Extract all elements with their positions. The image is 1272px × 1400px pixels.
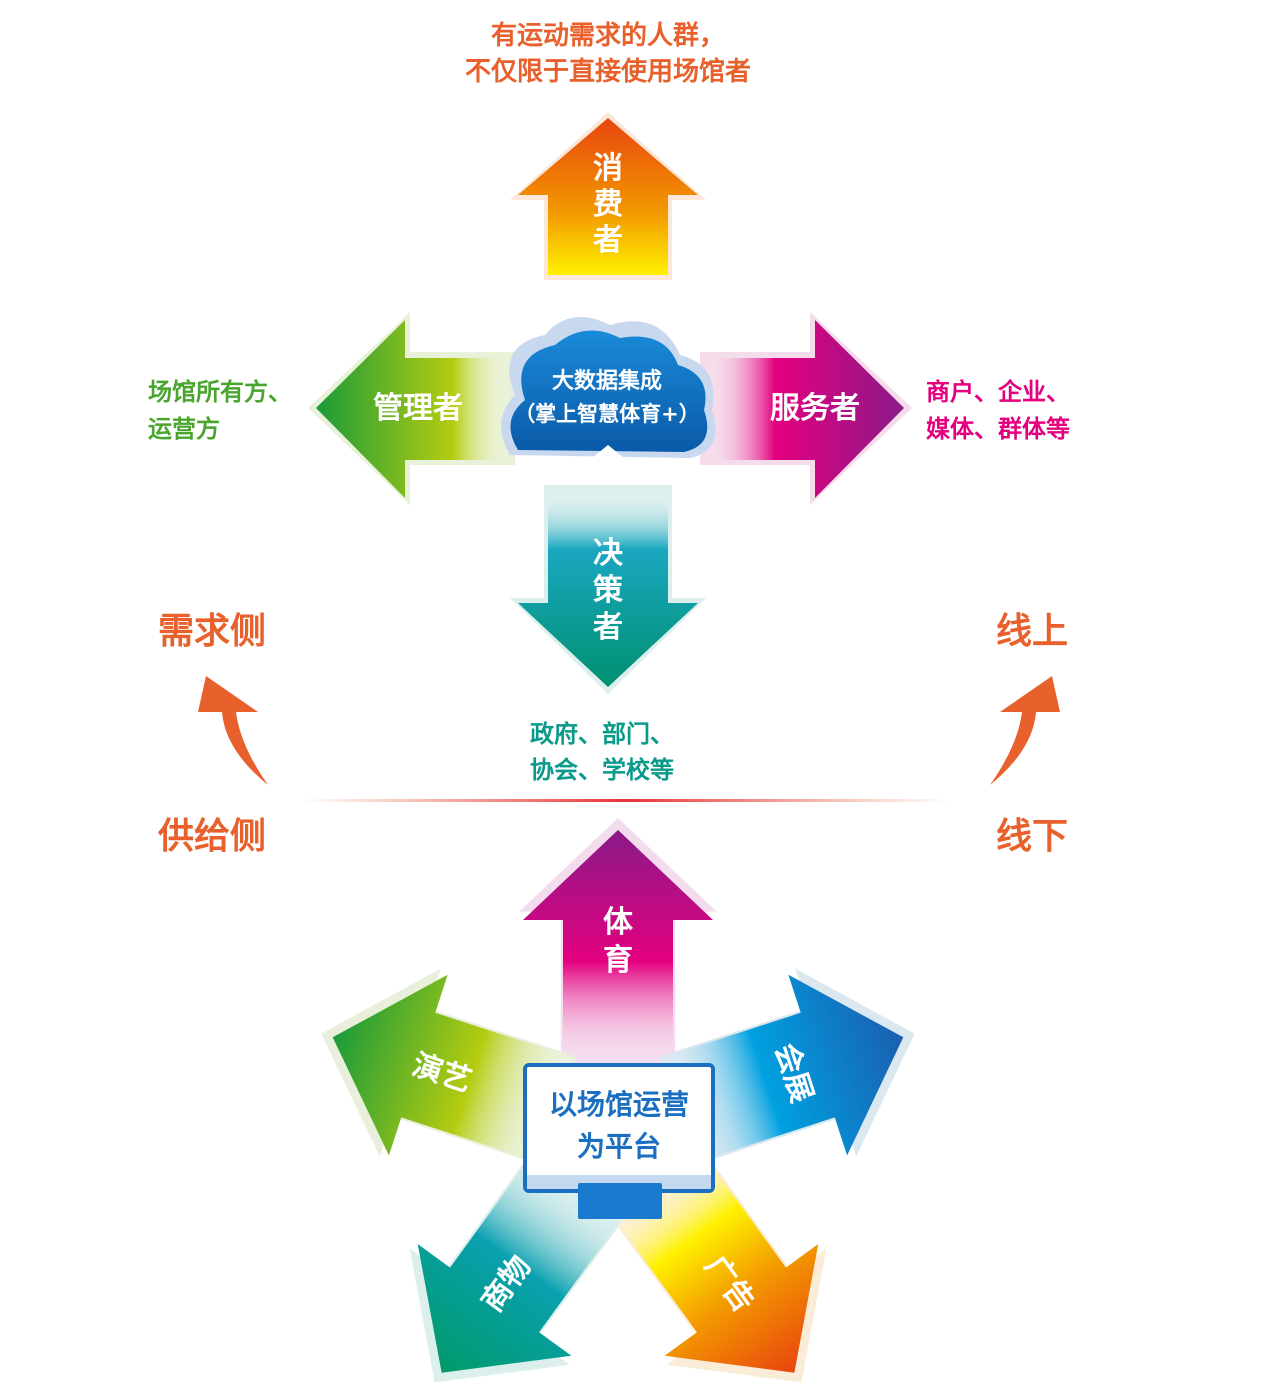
performance-arrow: 演艺 (290, 939, 591, 1205)
decision-arrow: 决 策 者 (510, 485, 706, 694)
sports-label-1: 体 (603, 905, 634, 940)
down-caption-line2: 协会、学校等 (530, 756, 674, 784)
online-label: 线上 (996, 611, 1068, 652)
cloud-line1: 大数据集成 (552, 368, 662, 394)
curved-arrow-left-icon (198, 676, 268, 785)
decision-label-1: 决 (593, 536, 623, 571)
down-caption-line1: 政府、部门、 (530, 720, 674, 748)
cloud-line2: （掌上智慧体育+） (514, 402, 700, 426)
divider-line (300, 799, 950, 802)
service-arrow: 服务者 (700, 312, 912, 505)
right-caption-line2: 媒体、群体等 (926, 415, 1070, 443)
consumer-label-3: 者 (593, 223, 623, 258)
advertising-arrow: 广告 (574, 1122, 882, 1400)
platform-monitor-icon: 以场馆运营 为平台 (523, 1063, 715, 1219)
top-caption-line1: 有运动需求的人群， (491, 20, 725, 51)
demand-side-label: 需求侧 (158, 611, 266, 652)
consumer-label-2: 费 (593, 187, 623, 222)
offline-label: 线下 (996, 816, 1068, 857)
service-label: 服务者 (770, 391, 860, 426)
consumer-arrow: 消 费 者 (510, 112, 706, 280)
left-caption-line1: 场馆所有方、 (148, 378, 292, 406)
platform-line1: 以场馆运营 (549, 1088, 689, 1121)
decision-label-2: 策 (593, 573, 623, 608)
platform-line2: 为平台 (577, 1130, 661, 1163)
curved-arrow-right-icon (990, 676, 1060, 785)
decision-label-3: 者 (593, 610, 623, 645)
consumer-label-1: 消 (593, 151, 623, 186)
exhibition-arrow: 会展 (645, 939, 946, 1205)
top-caption-line2: 不仅限于直接使用场馆者 (465, 56, 751, 87)
left-caption-line2: 运营方 (148, 415, 220, 443)
commerce-arrow: 商物 (354, 1122, 662, 1400)
cloud-icon: 大数据集成 （掌上智慧体育+） (501, 317, 716, 470)
manager-arrow: 管理者 (308, 312, 515, 505)
sports-label-2: 育 (603, 943, 633, 978)
supply-side-label: 供给侧 (158, 816, 266, 857)
right-caption-line1: 商户、企业、 (926, 378, 1070, 406)
manager-label: 管理者 (373, 391, 463, 426)
